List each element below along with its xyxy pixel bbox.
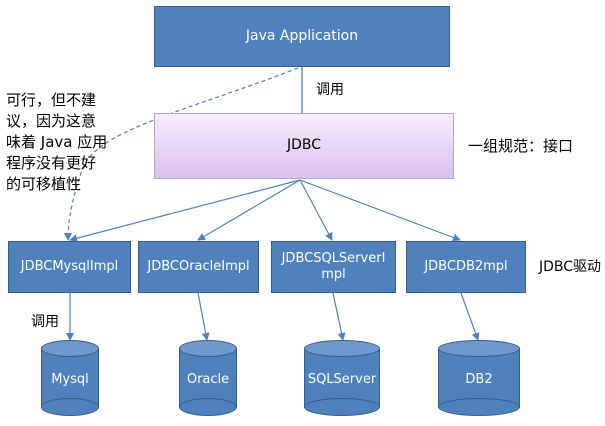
driver-label-sqlserver-line-1: JDBCSQLServerI xyxy=(281,250,386,266)
database-cylinder-mysql: Mysql xyxy=(41,340,99,416)
driver-box-db2: JDBCDB2mpl xyxy=(406,241,526,293)
database-label-db2: DB2 xyxy=(465,372,493,387)
drivers-label: JDBC驱动 xyxy=(539,259,602,275)
db2-driver-to-db-connector xyxy=(460,292,480,341)
side-note-line: 程序没有更好 xyxy=(6,154,97,172)
jdbc-note: 一组规范：接口 xyxy=(468,137,574,155)
database-label-oracle: Oracle xyxy=(186,372,230,387)
call-label-bottom: 调用 xyxy=(31,314,59,330)
side-note-line: 议，因为这意 xyxy=(6,112,97,130)
java-application-label: Java Application xyxy=(245,27,359,44)
driver-box-mysql: JDBCMysqlImpl xyxy=(8,241,131,293)
driver-box-sqlserver: JDBCSQLServerI mpl xyxy=(271,241,396,293)
call-label-top: 调用 xyxy=(316,82,344,98)
driver-label-mysql: JDBCMysqlImpl xyxy=(20,258,119,274)
side-note-line: 的可移植性 xyxy=(6,175,82,193)
jdbc-box: JDBC xyxy=(154,113,454,179)
jdbc-to-sqlserver-connector xyxy=(299,179,333,241)
driver-label-sqlserver-line-2: mpl xyxy=(321,267,346,282)
jdbc-to-oracle-connector xyxy=(197,179,301,241)
side-note-line: 可行，但不建 xyxy=(6,91,97,109)
sqlserver-driver-to-db-connector xyxy=(332,292,346,341)
database-cylinder-oracle: Oracle xyxy=(179,340,237,416)
java-application-box: Java Application xyxy=(154,6,450,67)
database-cylinder-sqlserver: SQLServer xyxy=(304,340,380,416)
oracle-driver-to-db-connector xyxy=(197,292,210,341)
side-note-line: 味着 Java 应用 xyxy=(6,133,108,151)
jdbc-label: JDBC xyxy=(286,137,322,154)
driver-box-oracle: JDBCOracleImpl xyxy=(138,241,259,293)
driver-label-db2: JDBCDB2mpl xyxy=(424,258,508,274)
side-note: 可行，但不建 议，因为这意 味着 Java 应用 程序没有更好 的可移植性 xyxy=(6,90,107,195)
database-label-sqlserver: SQLServer xyxy=(307,372,377,387)
jdbc-to-mysql-connector xyxy=(69,179,301,243)
database-cylinder-db2: DB2 xyxy=(438,340,520,416)
jdbc-to-db2-connector xyxy=(299,179,461,242)
database-label-mysql: Mysql xyxy=(51,372,89,387)
driver-label-oracle: JDBCOracleImpl xyxy=(147,258,250,274)
direct-call-dashed-connector xyxy=(64,67,299,241)
